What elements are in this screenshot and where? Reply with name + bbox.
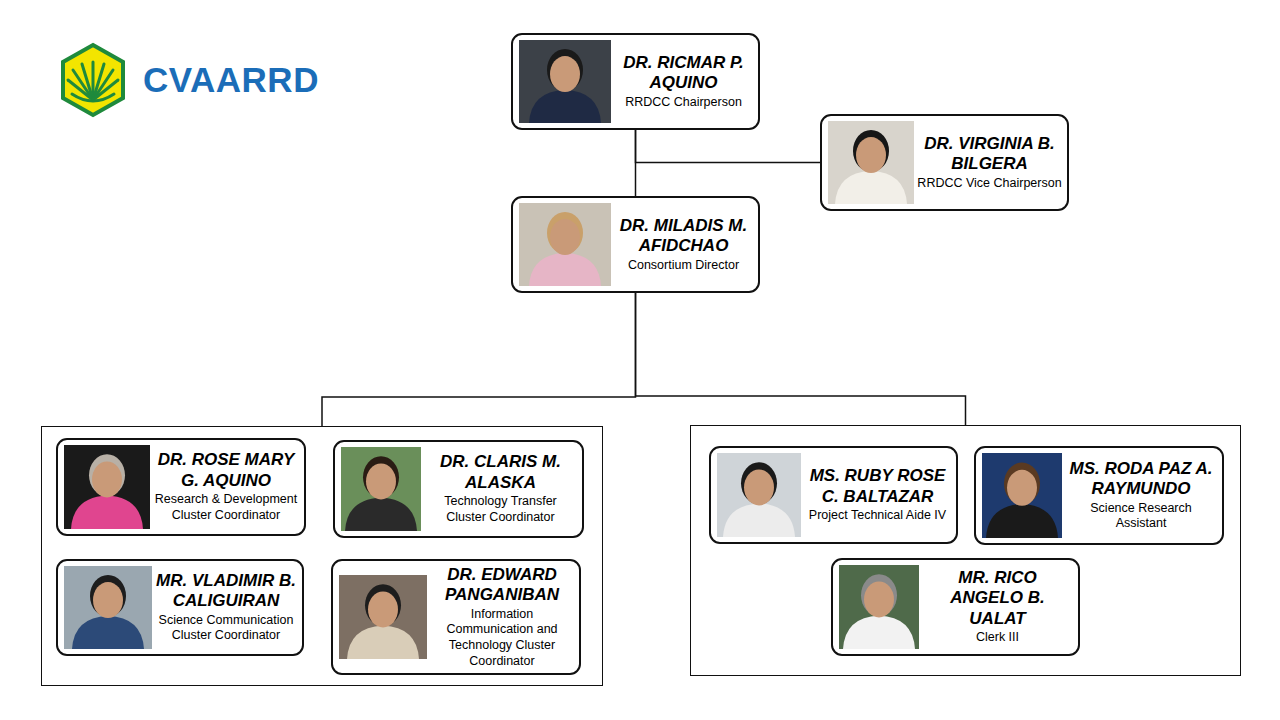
text-column: MR. VLADIMIR B. CALIGUIRANScience Commun…: [152, 567, 302, 648]
text-column: DR. RICMAR P. AQUINORRDCC Chairperson: [611, 49, 758, 114]
position-title: Science Research Assistant: [1064, 501, 1218, 532]
person-name: MR. VLADIMIR B. CALIGUIRAN: [154, 571, 298, 612]
text-column: DR. MILADIS M. AFIDCHAOConsortium Direct…: [611, 212, 758, 277]
person-card: MR. VLADIMIR B. CALIGUIRANScience Commun…: [56, 559, 304, 656]
brand-name: CVAARRD: [143, 60, 319, 100]
portrait-photo: [828, 121, 914, 204]
position-title: Information Communication and Technology…: [429, 607, 575, 670]
person-card: MS. RUBY ROSE C. BALTAZARProject Technic…: [709, 446, 958, 544]
org-connector: [636, 293, 966, 425]
portrait-photo: [519, 203, 611, 286]
text-column: DR. EDWARD PANGANIBANInformation Communi…: [427, 561, 579, 673]
group-frame: MS. RUBY ROSE C. BALTAZARProject Technic…: [690, 425, 1241, 676]
portrait-photo: [519, 40, 611, 123]
text-column: MS. RODA PAZ A. RAYMUNDOScience Research…: [1062, 455, 1222, 536]
person-name: DR. VIRGINIA B. BILGERA: [916, 134, 1063, 175]
person-card: DR. CLARIS M. ALASKATechnology Transfer …: [333, 440, 584, 538]
org-connector: [322, 293, 636, 426]
person-name: DR. MILADIS M. AFIDCHAO: [613, 216, 754, 257]
person-card: MR. RICO ANGELO B. UALATClerk III: [831, 558, 1080, 656]
group-frame: DR. ROSE MARY G. AQUINOResearch & Develo…: [41, 426, 603, 686]
portrait-photo: [341, 447, 421, 531]
portrait-photo: [339, 575, 427, 659]
text-column: DR. CLARIS M. ALASKATechnology Transfer …: [421, 448, 582, 529]
person-card: DR. MILADIS M. AFIDCHAOConsortium Direct…: [511, 196, 760, 293]
person-name: MR. RICO ANGELO B. UALAT: [921, 568, 1074, 629]
person-card: DR. VIRGINIA B. BILGERARRDCC Vice Chairp…: [820, 114, 1069, 211]
person-name: MS. RODA PAZ A. RAYMUNDO: [1064, 459, 1218, 500]
position-title: Consortium Director: [613, 258, 754, 274]
text-column: DR. ROSE MARY G. AQUINOResearch & Develo…: [150, 446, 304, 527]
person-name: DR. EDWARD PANGANIBAN: [429, 565, 575, 606]
person-card: DR. ROSE MARY G. AQUINOResearch & Develo…: [56, 438, 306, 536]
position-title: Clerk III: [921, 630, 1074, 646]
position-title: Project Technical Aide IV: [803, 508, 952, 524]
position-title: RRDCC Vice Chairperson: [916, 176, 1063, 192]
portrait-photo: [839, 565, 919, 649]
text-column: DR. VIRGINIA B. BILGERARRDCC Vice Chairp…: [914, 130, 1067, 195]
person-name: DR. CLARIS M. ALASKA: [423, 452, 578, 493]
portrait-photo: [982, 453, 1062, 538]
person-name: DR. ROSE MARY G. AQUINO: [152, 450, 300, 491]
position-title: RRDCC Chairperson: [613, 95, 754, 111]
portrait-photo: [64, 566, 152, 649]
org-connector: [636, 130, 821, 163]
person-card: DR. EDWARD PANGANIBANInformation Communi…: [331, 559, 581, 675]
person-card: MS. RODA PAZ A. RAYMUNDOScience Research…: [974, 446, 1224, 545]
person-name: MS. RUBY ROSE C. BALTAZAR: [803, 466, 952, 507]
person-name: DR. RICMAR P. AQUINO: [613, 53, 754, 94]
text-column: MS. RUBY ROSE C. BALTAZARProject Technic…: [801, 462, 956, 527]
position-title: Technology Transfer Cluster Coordinator: [423, 494, 578, 525]
position-title: Science Communication Cluster Coordinato…: [154, 613, 298, 644]
portrait-photo: [64, 445, 150, 529]
text-column: MR. RICO ANGELO B. UALATClerk III: [919, 564, 1078, 650]
person-card: DR. RICMAR P. AQUINORRDCC Chairperson: [511, 33, 760, 130]
position-title: Research & Development Cluster Coordinat…: [152, 492, 300, 523]
portrait-photo: [717, 453, 801, 537]
